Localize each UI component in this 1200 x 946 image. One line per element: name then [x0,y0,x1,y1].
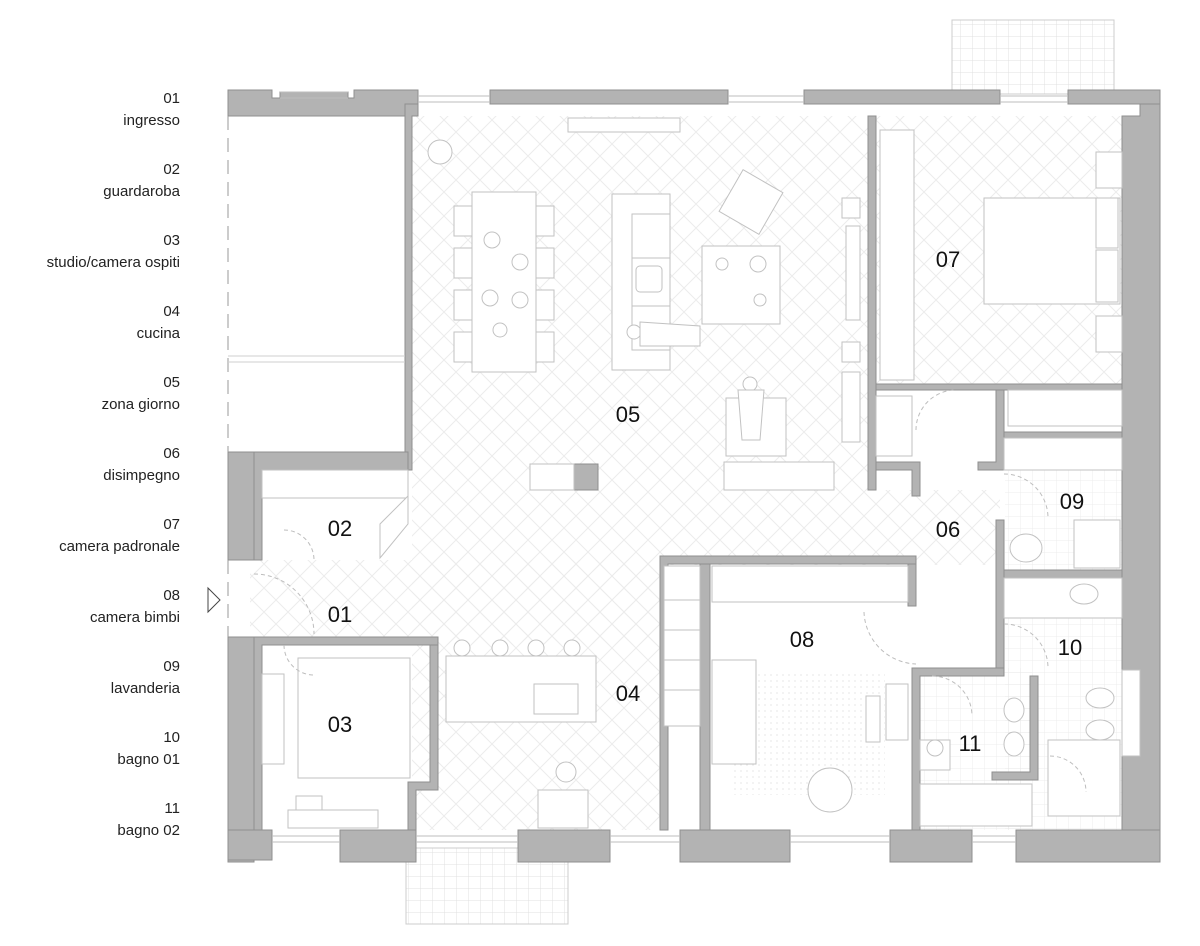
room-label-08: 08 [790,627,814,652]
room-label-07: 07 [936,247,960,272]
legend-item-08: 08 camera bimbi [0,585,180,629]
legend-number: 05 [163,374,180,391]
legend-item-04: 04 cucina [0,301,180,345]
legend-item-03: 03 studio/camera ospiti [0,230,180,274]
room-label-05: 05 [616,402,640,427]
floor-entrance [250,560,662,645]
legend-number: 07 [163,516,180,533]
legend-item-11: 11 bagno 02 [0,798,180,842]
legend-room-name: disimpegno [103,467,180,484]
upper-left-rooms [228,355,405,363]
furniture [261,117,1141,829]
legend-room-name: bagno 01 [117,751,180,768]
room-label-03: 03 [328,712,352,737]
master-wardrobe [879,129,915,381]
kids-wardrobe [711,565,909,603]
room-label-11: 11 [959,731,982,756]
legend-room-name: bagno 02 [117,822,180,839]
legend-item-07: 07 camera padronale [0,514,180,558]
legend-number: 08 [163,587,180,604]
legend-number: 03 [163,232,180,249]
legend-room-name: guardaroba [103,183,180,200]
balcony-top [951,19,1115,95]
legend-item-06: 06 disimpegno [0,443,180,487]
kids-bed [711,659,757,765]
legend-item-09: 09 lavanderia [0,656,180,700]
floor-hall [664,490,1000,565]
legend-room-name: camera padronale [59,538,180,555]
legend-number: 04 [163,303,180,320]
legend-room-name: camera bimbi [89,609,180,626]
legend-item-02: 02 guardaroba [0,159,180,203]
legend-number: 06 [163,445,180,462]
legend-number: 02 [163,161,180,178]
legend-number: 09 [163,658,180,675]
legend-room-name: ingresso [123,112,180,129]
room-label-02: 02 [328,516,352,541]
room-label-10: 10 [1058,635,1082,660]
legend-room-name: lavanderia [110,680,180,697]
entrance-arrow-icon [207,586,221,614]
legend-number: 10 [163,729,180,746]
room-label-09: 09 [1060,489,1084,514]
armchair [718,169,784,235]
room-label-04: 04 [616,681,640,706]
legend-item-05: 05 zona giorno [0,372,180,416]
room-label-01: 01 [328,602,352,627]
legend-number: 11 [164,800,180,817]
legend-item-10: 10 bagno 01 [0,727,180,771]
legend-item-01: 01 ingresso [0,88,180,132]
legend-room-name: studio/camera ospiti [46,254,180,271]
legend-room-name: zona giorno [101,396,180,413]
dining-table [471,191,537,373]
windows [272,91,1068,843]
legend-number: 01 [163,90,180,107]
room-label-06: 06 [936,517,960,542]
room-legend: 01 ingresso 02 guardaroba 03 studio/came… [0,0,190,946]
door-swings [253,389,1087,793]
legend-room-name: cucina [136,325,180,342]
coffee-table [701,245,781,325]
